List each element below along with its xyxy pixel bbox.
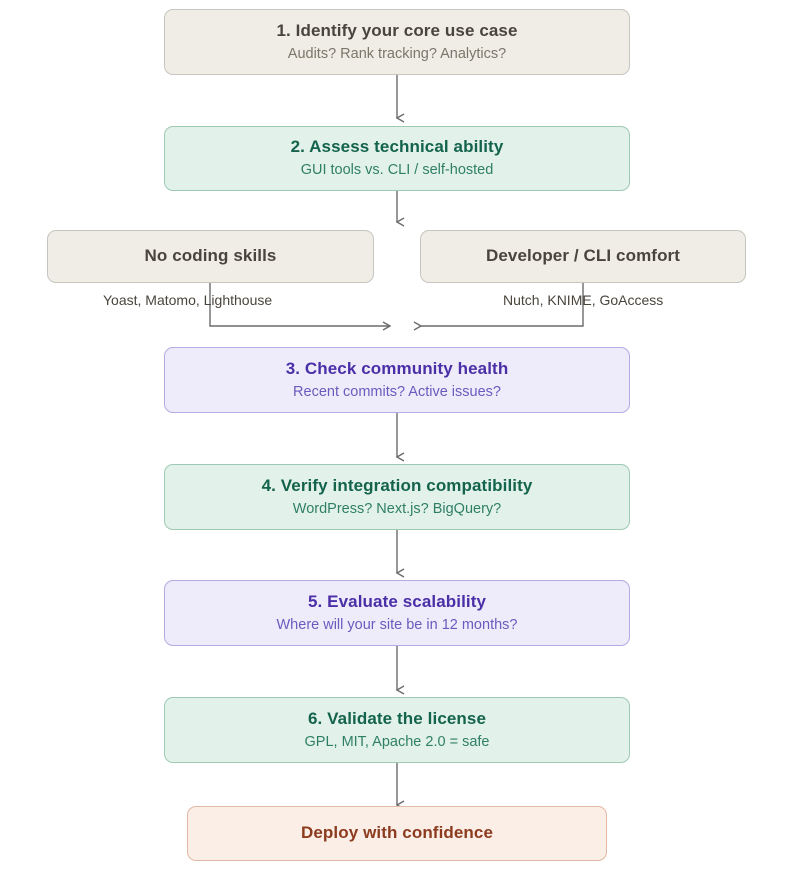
node-step6-title: 6. Validate the license: [307, 708, 487, 728]
node-step3-subtitle: Recent commits? Active issues?: [293, 383, 501, 400]
node-step4-subtitle: WordPress? Next.js? BigQuery?: [292, 500, 502, 517]
node-step1-title: 1. Identify your core use case: [276, 20, 518, 40]
node-step5-title: 5. Evaluate scalability: [307, 591, 487, 611]
node-step5-subtitle: Where will your site be in 12 months?: [276, 616, 518, 633]
node-step6[interactable]: 6. Validate the license GPL, MIT, Apache…: [164, 697, 630, 763]
edge-label-left-branch: Yoast, Matomo, Lighthouse: [103, 292, 273, 308]
node-step3[interactable]: 3. Check community health Recent commits…: [164, 347, 630, 413]
node-step4-title: 4. Verify integration compatibility: [261, 475, 533, 495]
node-branch-no-coding-skills[interactable]: No coding skills: [47, 230, 374, 283]
node-branch-right-title: Developer / CLI comfort: [485, 246, 681, 266]
node-step1[interactable]: 1. Identify your core use case Audits? R…: [164, 9, 630, 75]
node-step2-title: 2. Assess technical ability: [290, 137, 504, 157]
node-step4[interactable]: 4. Verify integration compatibility Word…: [164, 464, 630, 530]
node-step6-subtitle: GPL, MIT, Apache 2.0 = safe: [304, 733, 490, 750]
node-step1-subtitle: Audits? Rank tracking? Analytics?: [287, 45, 507, 62]
node-branch-left-title: No coding skills: [144, 246, 277, 266]
node-step2-subtitle: GUI tools vs. CLI / self-hosted: [300, 162, 494, 179]
node-step2[interactable]: 2. Assess technical ability GUI tools vs…: [164, 126, 630, 191]
node-step5[interactable]: 5. Evaluate scalability Where will your …: [164, 580, 630, 646]
node-deploy[interactable]: Deploy with confidence: [187, 806, 607, 861]
node-deploy-title: Deploy with confidence: [300, 823, 494, 843]
edge-label-right-branch: Nutch, KNIME, GoAccess: [503, 292, 664, 308]
node-branch-developer-cli-comfort[interactable]: Developer / CLI comfort: [420, 230, 746, 283]
node-step3-title: 3. Check community health: [285, 358, 509, 378]
